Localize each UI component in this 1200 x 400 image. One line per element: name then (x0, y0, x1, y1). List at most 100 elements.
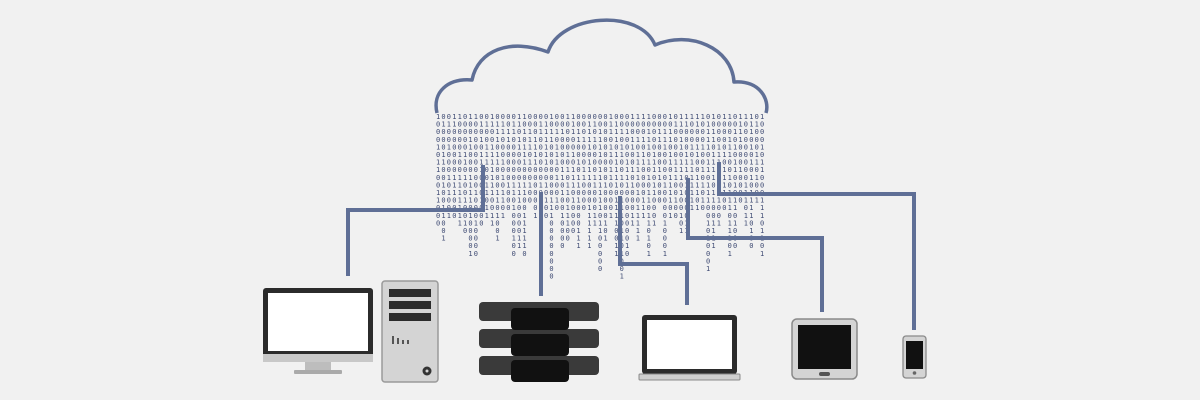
binary-digit: 0 (641, 181, 645, 189)
binary-digit: 0 (717, 136, 721, 144)
binary-digit: 0 (582, 143, 586, 151)
binary-digit: 1 (495, 136, 499, 144)
binary-digit: 1 (701, 181, 705, 189)
binary-digit: 0 (474, 242, 478, 250)
binary-digit: 0 (587, 151, 591, 159)
binary-digit: 1 (728, 136, 732, 144)
binary-digit: 1 (544, 143, 548, 151)
binary-digit: 0 (620, 189, 624, 197)
binary-digit: 0 (706, 242, 710, 250)
binary-digit: 0 (749, 242, 753, 250)
binary-digit: 1 (636, 113, 640, 121)
binary-digit: 1 (474, 189, 478, 197)
binary-digit: 1 (463, 197, 467, 205)
binary-digit: 0 (517, 159, 521, 167)
binary-digit: 0 (744, 204, 748, 212)
binary-digit: 0 (512, 113, 516, 121)
binary-digit: 1 (749, 128, 753, 136)
binary-digit: 0 (636, 181, 640, 189)
binary-digit: 0 (598, 242, 602, 250)
binary-digit: 1 (544, 136, 548, 144)
binary-digit: 1 (625, 128, 629, 136)
binary-digit: 1 (706, 166, 710, 174)
binary-digit: 1 (533, 159, 537, 167)
binary-digit: 0 (539, 174, 543, 182)
binary-digit: 1 (733, 204, 737, 212)
binary-digit: 0 (657, 151, 661, 159)
binary-digit: 1 (755, 121, 759, 129)
binary-digit: 1 (722, 151, 726, 159)
binary-digit: 0 (663, 212, 667, 220)
binary-digit: 0 (549, 159, 553, 167)
binary-digit: 1 (647, 128, 651, 136)
binary-digit: 0 (614, 113, 618, 121)
binary-digit: 0 (603, 204, 607, 212)
binary-digit: 0 (544, 212, 548, 220)
binary-digit: 1 (566, 204, 570, 212)
binary-digit: 0 (657, 113, 661, 121)
binary-digit: 0 (522, 174, 526, 182)
binary-digit: 1 (522, 212, 526, 220)
binary-digit: 0 (512, 159, 516, 167)
binary-digit: 1 (517, 113, 521, 121)
binary-digit: 1 (630, 166, 634, 174)
binary-digit: 0 (441, 166, 445, 174)
binary-digit: 0 (441, 197, 445, 205)
binary-digit: 0 (701, 159, 705, 167)
binary-digit: 0 (652, 113, 656, 121)
binary-digit: 1 (441, 151, 445, 159)
binary-digit: 1 (441, 121, 445, 129)
binary-digit: 0 (468, 159, 472, 167)
binary-digit: 0 (566, 121, 570, 129)
binary-digit: 0 (468, 121, 472, 129)
binary-digit: 1 (738, 121, 742, 129)
binary-digit: 0 (566, 235, 570, 243)
binary-digit: 1 (657, 166, 661, 174)
binary-digit: 1 (555, 128, 559, 136)
binary-digit: 0 (512, 250, 516, 258)
binary-digit: 1 (512, 189, 516, 197)
binary-digit: 1 (587, 174, 591, 182)
binary-digit: 1 (587, 219, 591, 227)
binary-digit: 1 (738, 166, 742, 174)
binary-digit: 1 (452, 121, 456, 129)
binary-digit: 1 (636, 159, 640, 167)
binary-digit: 0 (625, 227, 629, 235)
binary-digit: 0 (625, 189, 629, 197)
binary-digit: 0 (495, 113, 499, 121)
binary-digit: 1 (555, 159, 559, 167)
connector-group (346, 162, 916, 330)
binary-digit: 1 (679, 174, 683, 182)
binary-digit: 0 (474, 143, 478, 151)
binary-digit: 1 (587, 166, 591, 174)
binary-digit: 0 (582, 204, 586, 212)
binary-digit: 1 (522, 227, 526, 235)
binary-digit: 0 (474, 235, 478, 243)
binary-digit: 0 (517, 128, 521, 136)
binary-digit: 1 (722, 113, 726, 121)
binary-digit: 1 (701, 113, 705, 121)
binary-digit: 0 (452, 159, 456, 167)
binary-digit: 0 (436, 121, 440, 129)
binary-digit: 1 (441, 235, 445, 243)
binary-digit: 0 (528, 166, 532, 174)
binary-digit: 1 (641, 113, 645, 121)
binary-digit: 0 (620, 121, 624, 129)
binary-digit: 1 (657, 128, 661, 136)
binary-digit: 0 (441, 113, 445, 121)
binary-digit: 1 (522, 242, 526, 250)
binary-digit: 0 (549, 181, 553, 189)
binary-digit: 0 (717, 121, 721, 129)
binary-digit: 1 (728, 174, 732, 182)
binary-digit: 0 (506, 204, 510, 212)
binary-digit: 0 (603, 128, 607, 136)
binary-digit: 0 (663, 189, 667, 197)
binary-digit: 0 (582, 113, 586, 121)
binary-digit: 0 (582, 121, 586, 129)
binary-digit: 1 (560, 212, 564, 220)
binary-digit: 0 (711, 143, 715, 151)
binary-digit: 0 (501, 166, 505, 174)
binary-digit: 0 (598, 250, 602, 258)
binary-digit: 0 (549, 121, 553, 129)
binary-digit: 0 (760, 136, 764, 144)
